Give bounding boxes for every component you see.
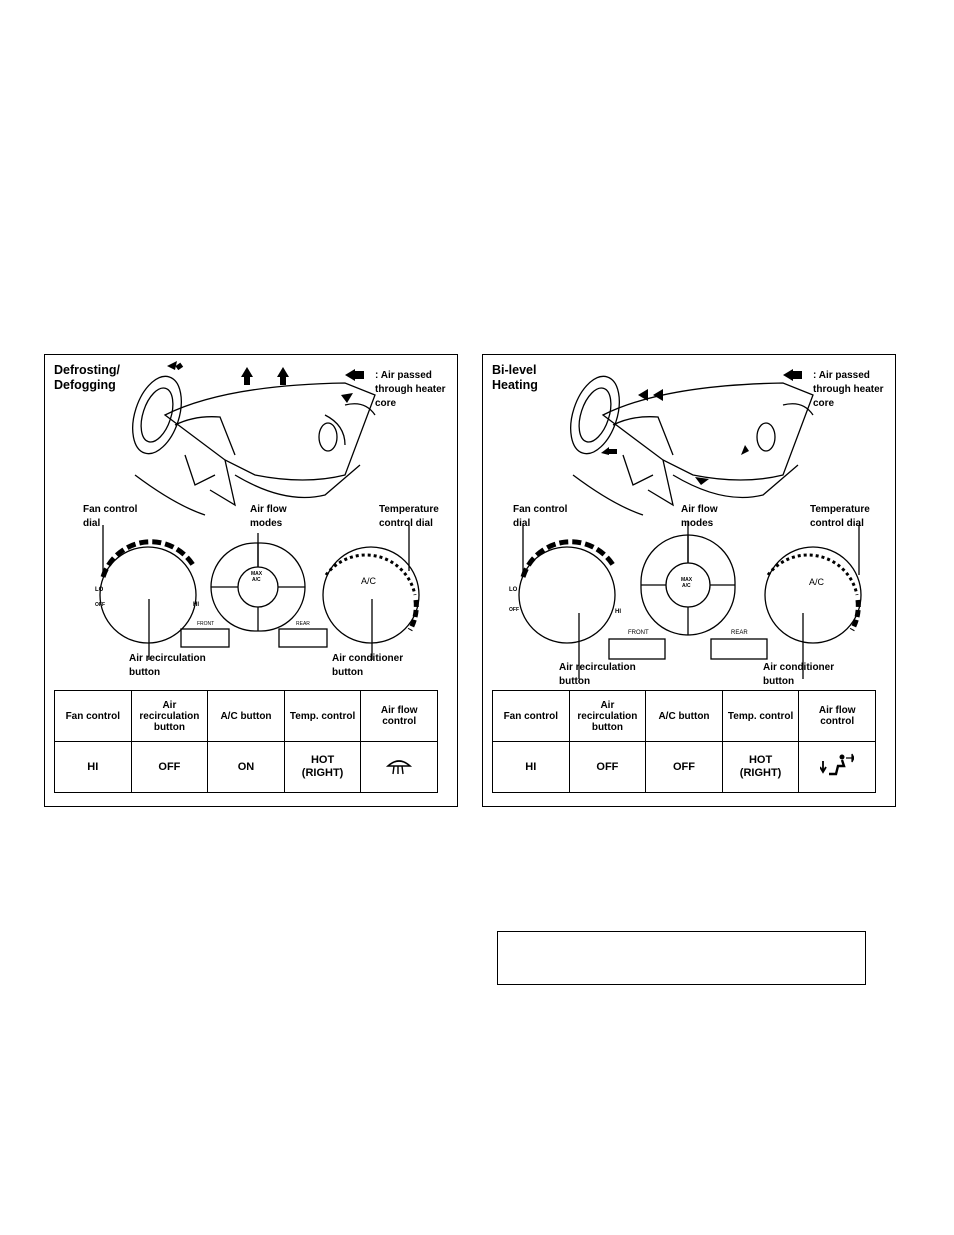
dashboard-illustration [99, 361, 420, 660]
temperature-control-dial-label: Temperature control dial [379, 504, 439, 529]
fan-hi-label: HI [193, 602, 199, 608]
fan-lo-label: LO [95, 587, 104, 593]
max-ac-label-2: A/C [252, 577, 261, 583]
heater-core-legend: : Air passed through heater core [375, 370, 446, 409]
fan-control-dial-label: Fan control dial [513, 504, 568, 529]
air-recirculation-button-label: Air recirculation button [559, 662, 636, 687]
ac-label: A/C [361, 576, 377, 586]
bi-level-heating-panel: Bi-level Heating [482, 354, 896, 807]
fan-lo-label: LO [509, 587, 518, 593]
fan-off-label: OFF [509, 607, 519, 613]
value-ac-button: ON [207, 741, 285, 793]
rear-label: REAR [731, 630, 748, 636]
header-ac-button: A/C button [207, 690, 285, 742]
value-temp-control: HOT (RIGHT) [283, 741, 362, 793]
header-air-recirculation: Air recirculation button [130, 690, 209, 742]
settings-table: Fan control Air recirculation button A/C… [54, 690, 438, 793]
air-flow-modes-label: Air flow modes [681, 504, 718, 529]
defrost-icon [386, 760, 413, 775]
header-ac-button: A/C button [645, 690, 723, 742]
header-fan-control: Fan control [54, 690, 132, 742]
ac-label: A/C [809, 577, 825, 587]
heater-core-legend: : Air passed through heater core [813, 370, 884, 409]
front-label: FRONT [197, 621, 215, 627]
header-fan-control: Fan control [492, 690, 570, 742]
max-ac-label-1: MAX [251, 571, 263, 577]
note-box [497, 931, 866, 985]
bi-level-icon [819, 753, 855, 776]
fan-hi-label: HI [615, 609, 621, 615]
air-conditioner-button-label: Air conditioner button [332, 653, 404, 678]
header-air-flow-control: Air flow control [360, 690, 438, 742]
header-temp-control: Temp. control [283, 690, 362, 742]
dashboard-illustration [518, 369, 862, 679]
value-air-recirculation: OFF [568, 741, 647, 793]
air-recirculation-button-label: Air recirculation button [129, 653, 206, 678]
max-ac-label-1: MAX [681, 577, 693, 583]
air-conditioner-button-label: Air conditioner button [763, 662, 835, 687]
value-temp-control: HOT (RIGHT) [721, 741, 800, 793]
fan-control-dial-label: Fan control dial [83, 504, 138, 529]
fan-off-label: OFF [95, 602, 105, 608]
value-air-recirculation: OFF [130, 741, 209, 793]
header-air-flow-control: Air flow control [798, 690, 876, 742]
panel-title: Bi-level Heating [492, 363, 538, 392]
settings-table: Fan control Air recirculation button A/C… [492, 690, 876, 793]
defrosting-panel: Defrosting/ Defogging [44, 354, 458, 807]
value-air-flow-control [798, 741, 876, 793]
value-fan-control: HI [492, 741, 570, 793]
header-temp-control: Temp. control [721, 690, 800, 742]
value-fan-control: HI [54, 741, 132, 793]
air-flow-modes-label: Air flow modes [250, 504, 287, 529]
value-air-flow-control [360, 741, 438, 793]
value-ac-button: OFF [645, 741, 723, 793]
rear-label: REAR [296, 621, 310, 627]
max-ac-label-2: A/C [682, 583, 691, 589]
front-label: FRONT [628, 630, 649, 636]
temperature-control-dial-label: Temperature control dial [810, 504, 870, 529]
header-air-recirculation: Air recirculation button [568, 690, 647, 742]
panel-title: Defrosting/ Defogging [54, 363, 120, 392]
